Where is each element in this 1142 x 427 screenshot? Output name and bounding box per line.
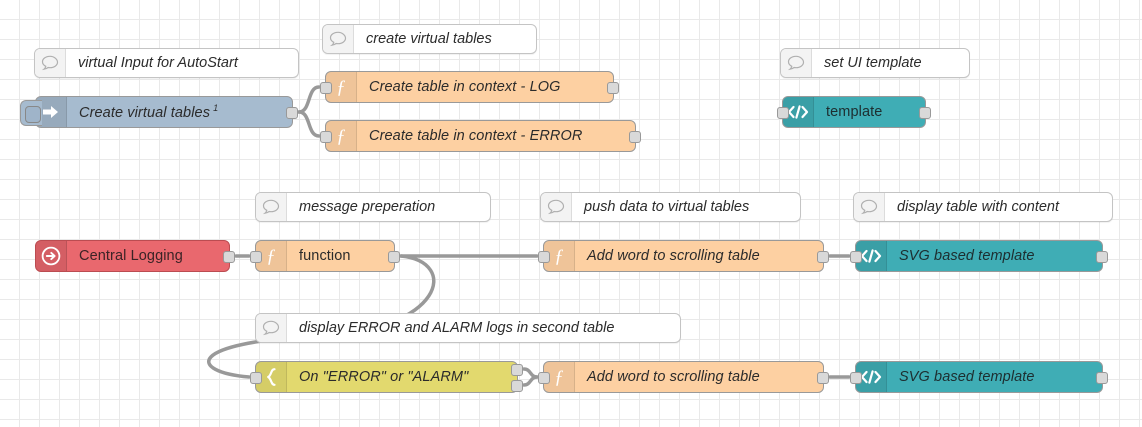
output-port[interactable] — [919, 107, 931, 119]
comment-icon — [781, 49, 812, 77]
input-port[interactable] — [850, 372, 862, 384]
comment-label: display ERROR and ALARM logs in second t… — [299, 320, 615, 336]
input-port[interactable] — [850, 251, 862, 263]
comment-label: set UI template — [824, 55, 922, 71]
input-port[interactable] — [777, 107, 789, 119]
svg-text:ƒ: ƒ — [336, 126, 346, 146]
inject-trigger-button[interactable] — [20, 100, 42, 126]
output-port[interactable] — [223, 251, 235, 263]
node-label: Create table in context - ERROR — [369, 128, 583, 144]
output-port[interactable] — [817, 251, 829, 263]
wire[interactable] — [522, 367, 539, 379]
comment-node-push-data[interactable]: push data to virtual tables — [540, 192, 801, 222]
output-port[interactable] — [607, 82, 619, 94]
node-create-table-in-context-log[interactable]: ƒ Create table in context - LOG — [320, 71, 619, 103]
node-svg-based-template-bottom[interactable]: SVG based template — [850, 361, 1108, 393]
svg-text:ƒ: ƒ — [336, 77, 346, 97]
wire[interactable] — [522, 375, 539, 387]
wire[interactable] — [297, 85, 321, 114]
node-add-word-to-scrolling-table-top[interactable]: ƒ Add word to scrolling table — [538, 240, 829, 272]
svg-text:ƒ: ƒ — [554, 367, 564, 387]
comment-label: message preperation — [299, 199, 436, 215]
node-central-logging[interactable]: Central Logging — [35, 240, 235, 272]
code-brackets-icon — [856, 241, 887, 271]
output-port-2[interactable] — [511, 380, 523, 392]
node-label: SVG based template — [899, 369, 1035, 385]
input-port[interactable] — [320, 82, 332, 94]
input-port[interactable] — [250, 372, 262, 384]
wire[interactable] — [297, 110, 321, 138]
comment-label: create virtual tables — [366, 31, 492, 47]
comment-node-display-table[interactable]: display table with content — [853, 192, 1113, 222]
comment-icon — [323, 25, 354, 53]
comment-icon — [256, 193, 287, 221]
comment-node-message-preperation[interactable]: message preperation — [255, 192, 491, 222]
output-port[interactable] — [817, 372, 829, 384]
node-label: function — [299, 248, 351, 264]
comment-icon — [854, 193, 885, 221]
node-label: template — [826, 104, 883, 120]
output-port[interactable] — [388, 251, 400, 263]
comment-node-display-error-alarm[interactable]: display ERROR and ALARM logs in second t… — [255, 313, 681, 343]
output-port[interactable] — [286, 107, 298, 119]
node-label-text: Create virtual tables — [79, 104, 211, 121]
node-label: Add word to scrolling table — [587, 248, 760, 264]
comment-node-set-ui-template[interactable]: set UI template — [780, 48, 970, 78]
svg-text:ƒ: ƒ — [554, 246, 564, 266]
input-port[interactable] — [538, 251, 550, 263]
comment-icon — [35, 49, 66, 77]
node-add-word-to-scrolling-table-bottom[interactable]: ƒ Add word to scrolling table — [538, 361, 829, 393]
node-function[interactable]: ƒ function — [250, 240, 400, 272]
output-port[interactable] — [1096, 251, 1108, 263]
comment-icon — [541, 193, 572, 221]
node-label-superscript: 1 — [213, 103, 219, 114]
node-template[interactable]: template — [777, 96, 931, 128]
node-create-table-in-context-error[interactable]: ƒ Create table in context - ERROR — [320, 120, 641, 152]
node-switch-on-error-or-alarm[interactable]: On "ERROR" or "ALARM" — [250, 361, 523, 393]
node-label: Add word to scrolling table — [587, 369, 760, 385]
input-port[interactable] — [320, 131, 332, 143]
node-label: Create table in context - LOG — [369, 79, 561, 95]
svg-text:ƒ: ƒ — [266, 246, 276, 266]
output-port[interactable] — [1096, 372, 1108, 384]
comment-node-virtual-input[interactable]: virtual Input for AutoStart — [34, 48, 299, 78]
comment-icon — [256, 314, 287, 342]
input-port[interactable] — [538, 372, 550, 384]
comment-label: push data to virtual tables — [584, 199, 750, 215]
comment-node-create-tables[interactable]: create virtual tables — [322, 24, 537, 54]
output-port-1[interactable] — [511, 364, 523, 376]
link-in-arrow-icon — [36, 241, 67, 271]
output-port[interactable] — [629, 131, 641, 143]
input-port[interactable] — [250, 251, 262, 263]
node-label: Central Logging — [79, 248, 183, 264]
node-label: SVG based template — [899, 248, 1035, 264]
comment-label: display table with content — [897, 199, 1060, 215]
node-label: On "ERROR" or "ALARM" — [299, 369, 469, 385]
node-svg-based-template-top[interactable]: SVG based template — [850, 240, 1108, 272]
comment-label: virtual Input for AutoStart — [78, 55, 238, 71]
